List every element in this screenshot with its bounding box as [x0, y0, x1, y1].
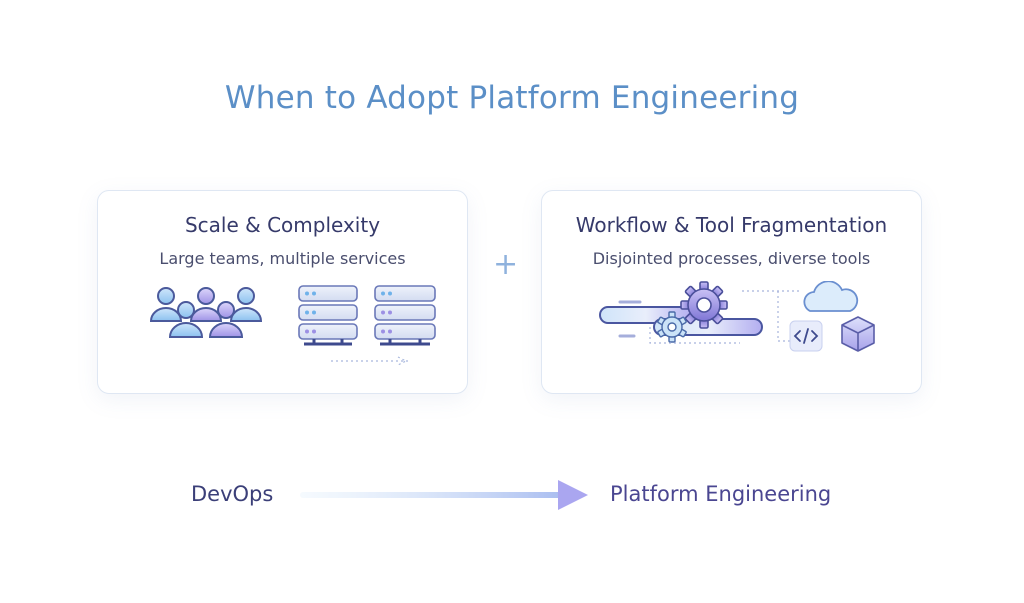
- workflow-fragmentation-card: Workflow & Tool Fragmentation Disjointed…: [541, 190, 922, 394]
- dotted-connector: [331, 356, 409, 366]
- transition-arrow: [300, 480, 588, 510]
- team-group-icon: [149, 287, 223, 338]
- code-icon: [789, 320, 823, 352]
- gear-icon: [657, 311, 687, 343]
- plus-connector: +: [493, 247, 519, 282]
- flow-to-label: Platform Engineering: [610, 482, 832, 506]
- card-subtitle: Large teams, multiple services: [159, 249, 406, 268]
- server-stack-icon: [374, 285, 436, 346]
- cube-icon: [841, 316, 875, 352]
- scale-complexity-card: Scale & Complexity Large teams, multiple…: [97, 190, 468, 394]
- scale-illustration: [149, 285, 436, 366]
- card-subtitle: Disjointed processes, diverse tools: [592, 249, 871, 268]
- server-stack-icon: [298, 285, 358, 346]
- team-group-icon: [208, 287, 263, 338]
- page-title: When to Adopt Platform Engineering: [224, 80, 800, 116]
- workflow-illustration: [599, 281, 875, 352]
- flow-from-label: DevOps: [191, 482, 274, 506]
- card-title: Workflow & Tool Fragmentation: [575, 213, 888, 237]
- cloud-icon: [803, 281, 859, 312]
- gear-icon: [680, 281, 728, 329]
- card-title: Scale & Complexity: [184, 213, 381, 237]
